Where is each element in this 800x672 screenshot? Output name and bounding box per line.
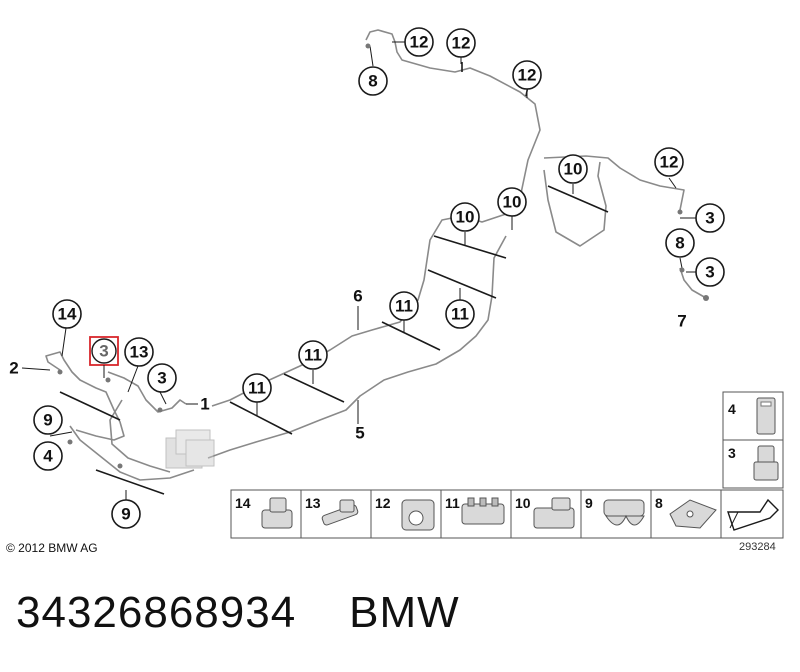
callout-label: 12: [660, 153, 679, 172]
grommet-icon: [401, 499, 435, 531]
legend-label: 14: [235, 495, 251, 511]
callout-12-b[interactable]: 12: [446, 28, 476, 58]
legend-label: 9: [585, 495, 593, 511]
legend-label: 11: [445, 495, 460, 511]
legend-item-4[interactable]: 4: [728, 397, 776, 435]
part-number: 34326868934: [16, 588, 297, 637]
pipe-holder-icon: [321, 499, 359, 526]
callout-8-a[interactable]: 8: [358, 66, 388, 96]
legend-item-11[interactable]: 11: [445, 495, 505, 525]
callout-label: 13: [130, 343, 149, 362]
callout-13[interactable]: 13: [124, 337, 154, 367]
callout-14[interactable]: 14: [52, 299, 82, 329]
legend-label: 13: [305, 495, 321, 511]
label-2: 2: [9, 359, 18, 378]
label-5: 5: [355, 424, 364, 443]
label-1: 1: [200, 395, 209, 414]
diagram-reference-id: 293284: [739, 541, 776, 553]
callout-label: 11: [304, 346, 322, 365]
callout-label: 12: [410, 33, 429, 52]
legend-label: 3: [728, 445, 736, 461]
callout-11-a[interactable]: 11: [389, 291, 419, 321]
direction-arrow-icon: [727, 498, 779, 531]
leader-lines: [21, 41, 696, 500]
legend-item-12[interactable]: 12: [375, 495, 435, 531]
legend-label: 12: [375, 495, 391, 511]
sleeve-nut-icon: [756, 397, 776, 435]
brand-name: BMW: [349, 588, 460, 637]
copyright-notice: © 2012 BMW AG: [6, 541, 98, 555]
legend-side: 4 3: [722, 391, 784, 489]
legend-bottom: 14 13 12 11: [230, 489, 784, 539]
callouts: 12 12 8 12 10 12 10 10 3 8 3 11 11 14 13: [33, 27, 725, 529]
legend-item-10[interactable]: 10: [515, 495, 575, 529]
hose-clip-icon: [603, 499, 645, 526]
callout-label: 3: [157, 369, 166, 388]
pipe-bracket-icon: [533, 497, 575, 529]
threaded-fitting-icon: [753, 445, 779, 481]
callout-label: 12: [452, 34, 471, 53]
legend-label: 10: [515, 495, 531, 511]
part-number-caption: 34326868934 BMW: [16, 588, 460, 638]
legend-item-8[interactable]: 8: [655, 495, 717, 529]
callout-12-d[interactable]: 12: [654, 147, 684, 177]
callout-3-b[interactable]: 3: [695, 257, 725, 287]
callout-11-b[interactable]: 11: [445, 299, 475, 329]
callout-label: 10: [456, 208, 475, 227]
callout-9-b[interactable]: 9: [111, 499, 141, 529]
legend-label: 8: [655, 495, 663, 511]
legend-label: 4: [728, 401, 736, 417]
callout-label: 10: [564, 160, 583, 179]
callout-9-a[interactable]: 9: [33, 405, 63, 435]
pipe-clip-marks: [59, 62, 609, 495]
callout-11-c[interactable]: 11: [298, 340, 328, 370]
label-6: 6: [353, 287, 362, 306]
label-7: 7: [677, 312, 686, 331]
callout-label: 11: [395, 297, 413, 316]
callout-label: 10: [503, 193, 522, 212]
callout-8-b[interactable]: 8: [665, 228, 695, 258]
double-clip-icon: [261, 497, 293, 529]
multi-clip-icon: [461, 497, 505, 525]
abs-unit: [165, 429, 215, 469]
callout-label: 12: [518, 66, 537, 85]
legend-item-9[interactable]: 9: [585, 495, 645, 526]
callout-10-a[interactable]: 10: [558, 154, 588, 184]
plain-labels: 6 7 1 5 2: [9, 287, 686, 443]
callout-12-c[interactable]: 12: [512, 60, 542, 90]
callout-10-c[interactable]: 10: [450, 202, 480, 232]
legend-item-3[interactable]: 3: [728, 445, 779, 481]
callout-3-a[interactable]: 3: [695, 203, 725, 233]
fittings: [57, 43, 709, 469]
highlighted-callout-label: 3: [99, 342, 108, 361]
callout-label: 9: [121, 505, 130, 524]
callout-11-d[interactable]: 11: [242, 373, 272, 403]
callout-label: 9: [43, 411, 52, 430]
callout-10-b[interactable]: 10: [497, 187, 527, 217]
callout-label: 4: [43, 447, 53, 466]
callout-label: 8: [675, 234, 684, 253]
callout-label: 14: [58, 305, 77, 324]
callout-label: 3: [705, 263, 714, 282]
callout-label: 11: [451, 305, 469, 324]
callout-12-a[interactable]: 12: [404, 27, 434, 57]
legend-item-13[interactable]: 13: [305, 495, 359, 526]
highlighted-callout[interactable]: 3: [89, 336, 119, 366]
callout-label: 8: [368, 72, 377, 91]
callout-label: 3: [705, 209, 714, 228]
callout-label: 11: [248, 379, 266, 398]
callout-3-c[interactable]: 3: [147, 363, 177, 393]
brake-pipes: [45, 29, 707, 481]
legend-item-14[interactable]: 14: [235, 495, 293, 529]
brake-line-diagram: 12 12 8 12 10 12 10 10 3 8 3 11 11 14 13: [9, 27, 784, 539]
callout-4[interactable]: 4: [33, 441, 63, 471]
mounting-plate-icon: [669, 499, 717, 529]
